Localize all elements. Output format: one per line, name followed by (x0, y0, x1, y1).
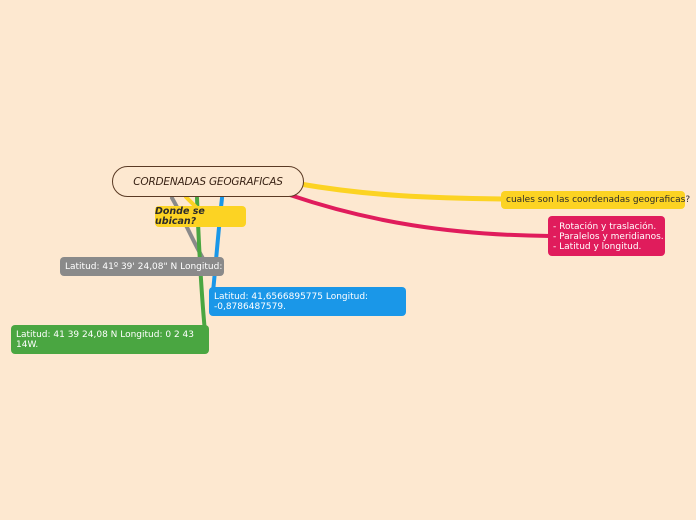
topic-rotacion-line: - Rotación y traslación. (553, 222, 657, 232)
topic-rotacion-line: - Latitud y longitud. (553, 242, 642, 252)
topic-cuales[interactable]: cuales son las coordenadas geograficas? (501, 191, 690, 209)
topic-donde-se-ubican[interactable]: Donde se ubican? (155, 206, 246, 227)
central-topic-label: CORDENADAS GEOGRAFICAS (133, 175, 283, 188)
topic-latitud-grados[interactable]: Latitud: 41º 39' 24,08" N Longitud: (60, 257, 224, 276)
topic-latitud-grados-label: Latitud: 41º 39' 24,08" N Longitud: (65, 262, 223, 272)
topic-rotacion[interactable]: - Rotación y traslación. - Paralelos y m… (548, 216, 665, 256)
topic-donde-label: Donde se ubican? (155, 205, 205, 227)
topic-cuales-label: cuales son las coordenadas geograficas? (506, 195, 691, 205)
central-topic[interactable]: CORDENADAS GEOGRAFICAS (112, 166, 304, 197)
topic-rotacion-line: - Paralelos y meridianos. (553, 232, 664, 242)
topic-latitud-dms[interactable]: Latitud: 41 39 24,08 N Longitud: 0 2 43 … (11, 325, 209, 354)
topic-latitud-decimal[interactable]: Latitud: 41,6566895775 Longitud: -0,8786… (209, 287, 406, 316)
link-to-donde (184, 195, 198, 209)
link-to-rotacion (288, 193, 552, 238)
link-to-cuales (297, 181, 506, 202)
topic-latitud-dms-label: Latitud: 41 39 24,08 N Longitud: 0 2 43 … (16, 330, 194, 350)
topic-latitud-decimal-label: Latitud: 41,6566895775 Longitud: -0,8786… (214, 292, 369, 312)
